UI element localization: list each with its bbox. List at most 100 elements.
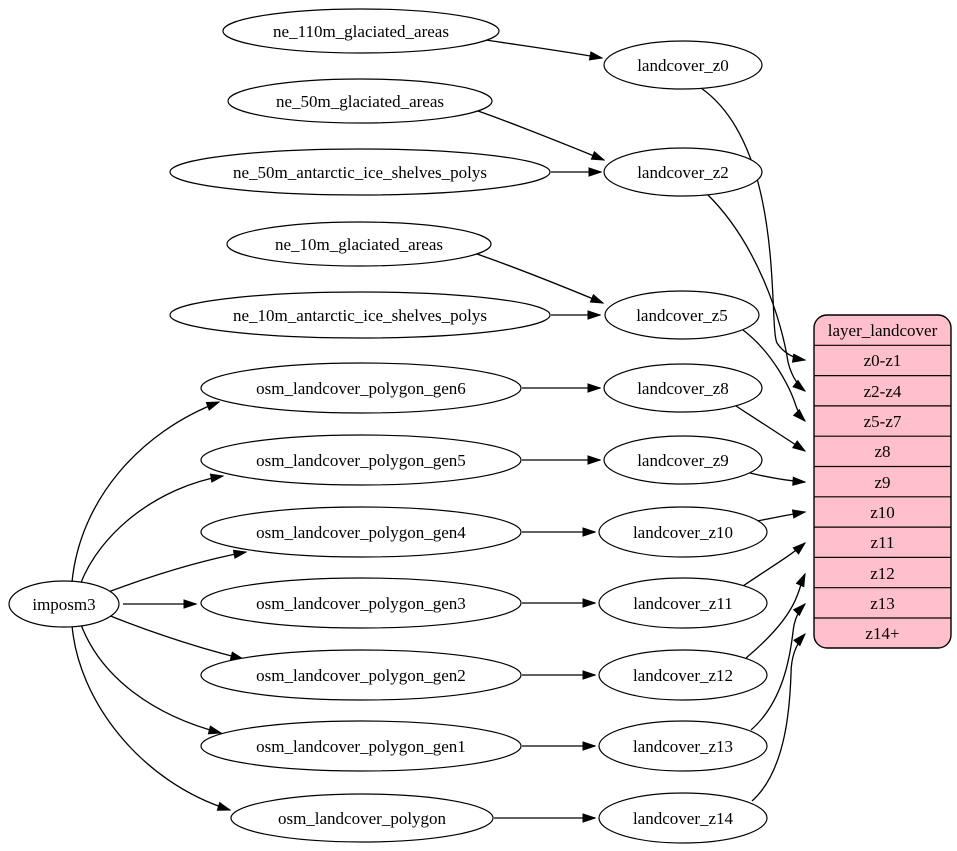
node-label-osm-landcover-polygon-gen6: osm_landcover_polygon_gen6 [256,379,466,398]
layer-table-row-z11: z11 [871,533,895,552]
node-osm-landcover-polygon-gen3: osm_landcover_polygon_gen3 [200,577,522,629]
layer-table-row-z14: z14+ [865,624,899,643]
node-landcover-z11: landcover_z11 [598,577,768,629]
node-ellipse-osm-landcover-polygon-gen1 [200,720,522,772]
node-ne-10m-glaciated-areas: ne_10m_glaciated_areas [226,221,492,267]
node-ellipse-landcover-z11 [598,577,768,629]
node-label-landcover-z2: landcover_z2 [637,163,729,182]
edge-imposm3-to-gen5 [79,476,223,586]
node-landcover-z0: landcover_z0 [603,40,763,90]
node-ne-50m-antarctic-ice-shelves-polys: ne_50m_antarctic_ice_shelves_polys [169,148,551,196]
layer-table-title: layer_landcover [828,321,938,340]
node-ellipse-osm-landcover-polygon [230,793,494,843]
node-osm-landcover-polygon-gen6: osm_landcover_polygon_gen6 [200,362,522,414]
edge-imposm3-to-polygon [71,624,230,810]
edge-imposm3-to-gen2 [102,612,243,659]
node-label-osm-landcover-polygon-gen5: osm_landcover_polygon_gen5 [256,451,466,470]
layer-table-row-z13: z13 [870,594,895,613]
nodes-layer: imposm3 ne_110m_glaciated_areas ne_50m_g… [8,8,768,844]
node-imposm3: imposm3 [8,580,120,628]
node-label-landcover-z11: landcover_z11 [633,594,732,613]
edge-z5-to-row-z5-z7 [742,329,805,421]
layer-table-row-z10: z10 [870,503,895,522]
node-label-osm-landcover-polygon-gen1: osm_landcover_polygon_gen1 [256,737,466,756]
node-ellipse-landcover-z5 [604,290,760,340]
edge-z2-to-row-z2-z4 [706,193,805,391]
layer-table-row-z9: z9 [874,473,890,492]
layer-table-row-z12: z12 [870,564,895,583]
edge-ne110m-glaciated-to-z0 [485,39,602,58]
node-landcover-z8: landcover_z8 [603,363,763,413]
node-ne-10m-antarctic-ice-shelves-polys: ne_10m_antarctic_ice_shelves_polys [169,291,551,339]
layer-table-row-z0-z1: z0-z1 [864,351,902,370]
node-label-landcover-z9: landcover_z9 [637,451,729,470]
node-label-osm-landcover-polygon-gen3: osm_landcover_polygon_gen3 [256,594,466,613]
layer-table-row-z8: z8 [874,442,890,461]
node-label-osm-landcover-polygon: osm_landcover_polygon [278,809,447,828]
node-ellipse-ne-10m-glaciated-areas [226,221,492,267]
node-ellipse-osm-landcover-polygon-gen5 [200,434,522,486]
edge-ne50m-glaciated-to-z2 [477,110,604,161]
node-osm-landcover-polygon: osm_landcover_polygon [230,793,494,843]
node-ellipse-osm-landcover-polygon-gen6 [200,362,522,414]
edge-ne10m-glaciated-to-z5 [476,253,603,303]
node-osm-landcover-polygon-gen4: osm_landcover_polygon_gen4 [200,506,522,558]
node-layer-landcover-table: layer_landcover z0-z1 z2-z4 z5-z7 z8 z9 … [813,314,952,649]
layer-table-row-z2-z4: z2-z4 [864,382,902,401]
node-label-landcover-z5: landcover_z5 [636,306,728,325]
edge-imposm3-to-gen6 [71,401,219,583]
layer-table-background [813,314,952,649]
edge-z11-to-row-z11 [742,543,805,587]
edges-layer [71,39,805,818]
node-ellipse-landcover-z10 [598,506,768,558]
node-landcover-z13: landcover_z13 [598,720,768,772]
edge-z9-to-row-z9 [749,472,805,482]
node-ne-50m-glaciated-areas: ne_50m_glaciated_areas [227,78,493,124]
node-label-ne-50m-antarctic-ice-shelves-polys: ne_50m_antarctic_ice_shelves_polys [233,163,487,182]
node-ellipse-ne-110m-glaciated-areas [222,8,500,54]
node-label-ne-10m-antarctic-ice-shelves-polys: ne_10m_antarctic_ice_shelves_polys [233,306,487,325]
node-label-landcover-z0: landcover_z0 [637,56,729,75]
edge-z0-to-row-z0-z1 [700,87,805,360]
node-label-landcover-z14: landcover_z14 [633,809,734,828]
edge-z12-to-row-z12 [745,574,805,659]
node-label-osm-landcover-polygon-gen2: osm_landcover_polygon_gen2 [256,666,466,685]
node-label-landcover-z12: landcover_z12 [633,666,733,685]
node-label-landcover-z13: landcover_z13 [633,737,733,756]
node-label-landcover-z8: landcover_z8 [637,379,729,398]
node-ellipse-ne-50m-antarctic-ice-shelves-polys [169,148,551,196]
node-ellipse-osm-landcover-polygon-gen2 [200,649,522,701]
node-ellipse-osm-landcover-polygon-gen4 [200,506,522,558]
node-label-imposm3: imposm3 [32,595,95,614]
node-label-landcover-z10: landcover_z10 [633,523,733,542]
node-osm-landcover-polygon-gen5: osm_landcover_polygon_gen5 [200,434,522,486]
layer-table-row-z5-z7: z5-z7 [864,412,902,431]
node-ellipse-landcover-z14 [598,792,768,844]
edge-z10-to-row-z10 [756,512,805,522]
edge-imposm3-to-gen4 [102,552,246,595]
node-ellipse-ne-50m-glaciated-areas [227,78,493,124]
node-label-ne-110m-glaciated-areas: ne_110m_glaciated_areas [273,22,449,41]
node-landcover-z2: landcover_z2 [603,147,763,197]
node-ne-110m-glaciated-areas: ne_110m_glaciated_areas [222,8,500,54]
node-landcover-z12: landcover_z12 [598,649,768,701]
node-ellipse-landcover-z9 [603,435,763,485]
node-ellipse-landcover-z2 [603,147,763,197]
node-label-ne-50m-glaciated-areas: ne_50m_glaciated_areas [276,92,444,111]
edge-z8-to-row-z8 [735,405,805,451]
node-osm-landcover-polygon-gen1: osm_landcover_polygon_gen1 [200,720,522,772]
node-ellipse-ne-10m-antarctic-ice-shelves-polys [169,291,551,339]
edge-imposm3-to-gen1 [79,621,221,733]
node-ellipse-imposm3 [8,580,120,628]
node-ellipse-landcover-z13 [598,720,768,772]
edge-z14-to-row-z14 [751,634,805,802]
node-ellipse-osm-landcover-polygon-gen3 [200,577,522,629]
node-landcover-z9: landcover_z9 [603,435,763,485]
node-label-osm-landcover-polygon-gen4: osm_landcover_polygon_gen4 [256,523,466,542]
node-label-ne-10m-glaciated-areas: ne_10m_glaciated_areas [275,235,443,254]
node-landcover-z5: landcover_z5 [604,290,760,340]
node-landcover-z14: landcover_z14 [598,792,768,844]
edge-z13-to-row-z13 [750,604,805,731]
